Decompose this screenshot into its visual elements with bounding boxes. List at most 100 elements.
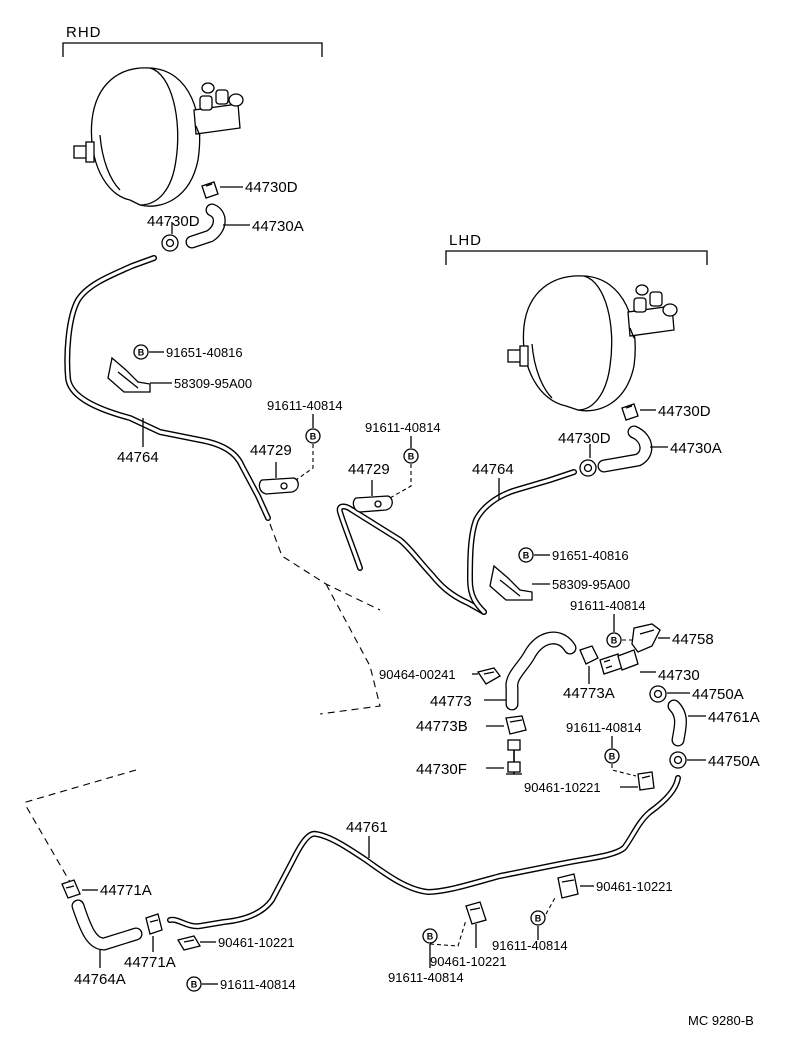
v-91611-b-bolt-mark: B: [609, 752, 616, 762]
rhd-91651-bolt-mark: B: [138, 348, 145, 358]
v-44750A-clamp-2: [669, 751, 687, 769]
v-44773A-clamp: [579, 645, 599, 665]
v-44750A-clamp-1: [649, 685, 667, 703]
rhd-91611-bolt-mark: B: [310, 432, 317, 442]
label-rhd-44730D-clamp: 44730D: [147, 213, 200, 230]
b-91611-r-bolt-icon: [530, 910, 546, 926]
b-91611-c-bolt-icon: [422, 928, 438, 944]
label-b-90461-r: 90461-10221: [596, 879, 673, 894]
label-b-91611-l: 91611-40814: [220, 977, 296, 992]
b-91611-l-bolt-mark: B: [191, 980, 198, 990]
v-44730-check-valve: [599, 649, 639, 675]
label-b-44761: 44761: [346, 819, 388, 836]
label-lhd-44730A: 44730A: [670, 440, 722, 457]
rhd-brake-booster: [73, 67, 244, 207]
v-44758-bracket: [631, 623, 661, 653]
lhd-91651-bolt-icon: [518, 547, 534, 563]
rhd-44730A-hose: [185, 203, 226, 249]
b-44771A-clamp-1: [61, 879, 81, 899]
middle-section: 44729 B 91611-40814: [269, 420, 487, 715]
b-90461-l-clip: [176, 935, 202, 951]
v-44773B-clip: [505, 715, 527, 735]
label-v-91611-b: 91611-40814: [566, 720, 642, 735]
lhd-44730A-hose: [597, 425, 653, 473]
v-44773-hose: [505, 631, 577, 711]
mid-91611-bolt-mark: B: [408, 452, 415, 462]
label-b-91611-c: 91611-40814: [388, 970, 464, 985]
lhd-44730D-clamp: [579, 459, 597, 477]
label-b-90461-l: 90461-10221: [218, 935, 295, 950]
label-mid-44729: 44729: [348, 461, 390, 478]
label-v-91611-a: 91611-40814: [570, 598, 646, 613]
v-44730F-fitting: [506, 739, 522, 775]
label-v-44750A-2: 44750A: [708, 753, 760, 770]
label-rhd-91651: 91651-40816: [166, 345, 243, 360]
rhd-44729-bracket: [258, 477, 299, 495]
b-44764A-hose: [71, 899, 143, 951]
rhd-91651-bolt-icon: [133, 344, 149, 360]
rhd-heading: RHD: [66, 24, 102, 41]
lhd-91651-bolt-mark: B: [523, 551, 530, 561]
rhd-bracket: [62, 42, 323, 57]
v-91611-a-bolt-mark: B: [611, 636, 618, 646]
label-v-44758: 44758: [672, 631, 714, 648]
label-b-44771A-2: 44771A: [124, 954, 176, 971]
rhd-44730D-clamp: [161, 234, 179, 252]
label-rhd-58309: 58309-95A00: [174, 376, 252, 391]
label-lhd-44730D-top: 44730D: [658, 403, 711, 420]
dash-middle-to-valves: [319, 583, 381, 715]
b-91611-r-dash: [545, 895, 557, 915]
lhd-heading: LHD: [449, 232, 482, 249]
v-91611-b-bolt-icon: [604, 748, 620, 764]
v-90464-clip: [476, 667, 501, 685]
label-b-44771A-1: 44771A: [100, 882, 152, 899]
label-rhd-44730D-top: 44730D: [245, 179, 298, 196]
label-v-44773A: 44773A: [563, 685, 615, 702]
label-mid-91611: 91611-40814: [365, 420, 441, 435]
label-v-90464: 90464-00241: [379, 667, 456, 682]
b-44771A-clamp-2: [145, 913, 163, 935]
b-91611-c-dash: [429, 919, 467, 947]
lhd-44730D-valve: [621, 403, 639, 421]
bottom-section: 44761 44771A 44764A 44771A 90461-: [25, 769, 754, 1028]
label-rhd-44730A: 44730A: [252, 218, 304, 235]
label-v-44773: 44773: [430, 693, 472, 710]
label-v-44730: 44730: [658, 667, 700, 684]
dash-rhd-to-middle: [269, 523, 381, 611]
b-90461-r-clip: [557, 873, 579, 899]
lhd-brake-booster: [507, 275, 678, 412]
label-v-44730F: 44730F: [416, 761, 467, 778]
b-44761-pipe: [167, 775, 681, 930]
dash-bottom-left: [25, 769, 137, 883]
rhd-91611-dash: [295, 444, 314, 481]
b-91611-c-bolt-mark: B: [427, 932, 434, 942]
v-91611-a-bolt-icon: [606, 632, 622, 648]
v-44761A-hose: [667, 699, 687, 747]
rhd-section: RHD 44730D 44730A: [62, 24, 343, 521]
label-v-90461: 90461-10221: [524, 780, 601, 795]
label-lhd-44764: 44764: [472, 461, 514, 478]
rhd-44764-pipe: [64, 255, 271, 521]
label-lhd-91651: 91651-40816: [552, 548, 629, 563]
valve-assembly-section: 91611-40814 B 44758 90464-00241 44773 44…: [379, 598, 760, 795]
v-90461-clip: [637, 771, 655, 791]
b-91611-l-bolt-icon: [186, 976, 202, 992]
mid-44764-pipe: [336, 503, 487, 615]
rhd-58309-clip: [107, 356, 151, 393]
mid-91611-bolt-icon: [403, 448, 419, 464]
label-b-44764A: 44764A: [74, 971, 126, 988]
b-91611-r-bolt-mark: B: [535, 914, 542, 924]
label-b-90461-c: 90461-10221: [430, 954, 507, 969]
mid-44729-bracket: [352, 495, 393, 513]
label-lhd-44730D-clamp: 44730D: [558, 430, 611, 447]
label-b-91611-r: 91611-40814: [492, 938, 568, 953]
lhd-58309-clip: [489, 564, 533, 601]
b-90461-c-clip: [465, 901, 487, 925]
diagram-code: MC 9280-B: [688, 1013, 754, 1028]
label-rhd-44764: 44764: [117, 449, 159, 466]
lhd-44764-pipe: [467, 469, 577, 615]
label-v-44761A: 44761A: [708, 709, 760, 726]
label-lhd-58309: 58309-95A00: [552, 577, 630, 592]
lhd-section: LHD 44730D 44730A: [445, 232, 722, 615]
